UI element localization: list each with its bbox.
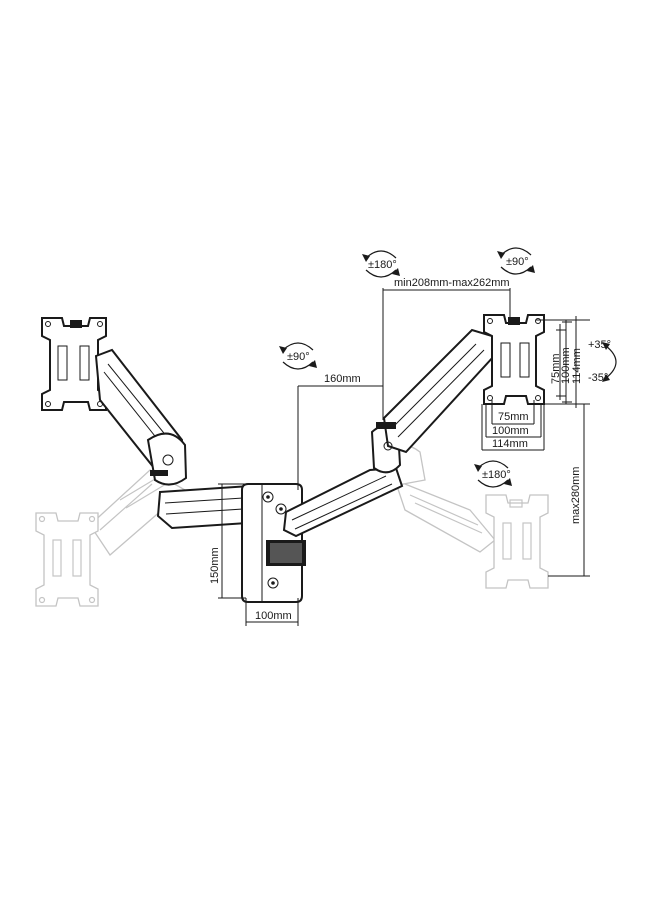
dim-first-arm: 160mm (297, 373, 383, 490)
right-vesa-plate (483, 314, 545, 405)
height-adjust-label: max280mm (570, 467, 582, 524)
dim-plate-height: 150mm (209, 483, 246, 599)
vesa-114-width-label: 114mm (492, 438, 528, 450)
rot-arm-top-label: ±180° (368, 259, 397, 271)
rot-arm-left-label: ±90° (287, 351, 310, 363)
right-forearm (370, 328, 496, 474)
vesa-100-height-label: 100mm (560, 347, 572, 384)
tilt-icon: +35° -35° (588, 339, 617, 384)
rotate-icon-arm-top: ±180° (362, 250, 400, 278)
rot-monitor-right-label: ±90° (506, 256, 529, 268)
arm-length-label: min208mm-max262mm (394, 277, 510, 289)
vesa-114-height-label: 114mm (571, 348, 583, 384)
vesa-75-width-label: 75mm (498, 411, 529, 423)
rotate-icon-arm-left: ±90° (279, 342, 317, 370)
ghost-right-arm (389, 444, 496, 553)
tilt-down-label: -35° (588, 372, 608, 384)
first-arm-label: 160mm (324, 373, 361, 385)
dim-arm-length: min208mm-max262mm (382, 277, 511, 420)
rot-arm-lower-label: ±180° (482, 469, 511, 481)
rotate-icon-monitor-right: ±90° (497, 247, 535, 275)
plate-width-label: 100mm (255, 610, 292, 622)
vesa-75-height-label: 75mm (550, 353, 562, 384)
vesa-100-width-label: 100mm (492, 425, 529, 437)
left-forearm (94, 348, 188, 486)
wall-plate (241, 483, 306, 603)
plate-height-label: 150mm (209, 547, 221, 584)
rotate-icon-arm-lower: ±180° (474, 460, 512, 488)
tilt-up-label: +35° (588, 339, 611, 351)
dim-height-adjust: max280mm (544, 403, 590, 577)
dim-vesa-height: 75mm 100mm 114mm (536, 316, 590, 408)
ghost-left-vesa-plate (35, 512, 99, 607)
dim-plate-width: 100mm (245, 598, 299, 626)
right-lower-arm (282, 466, 404, 538)
ghost-right-vesa-plate (485, 494, 549, 589)
dim-vesa-width: 75mm 100mm 114mm (481, 400, 545, 451)
left-vesa-plate (41, 317, 107, 411)
